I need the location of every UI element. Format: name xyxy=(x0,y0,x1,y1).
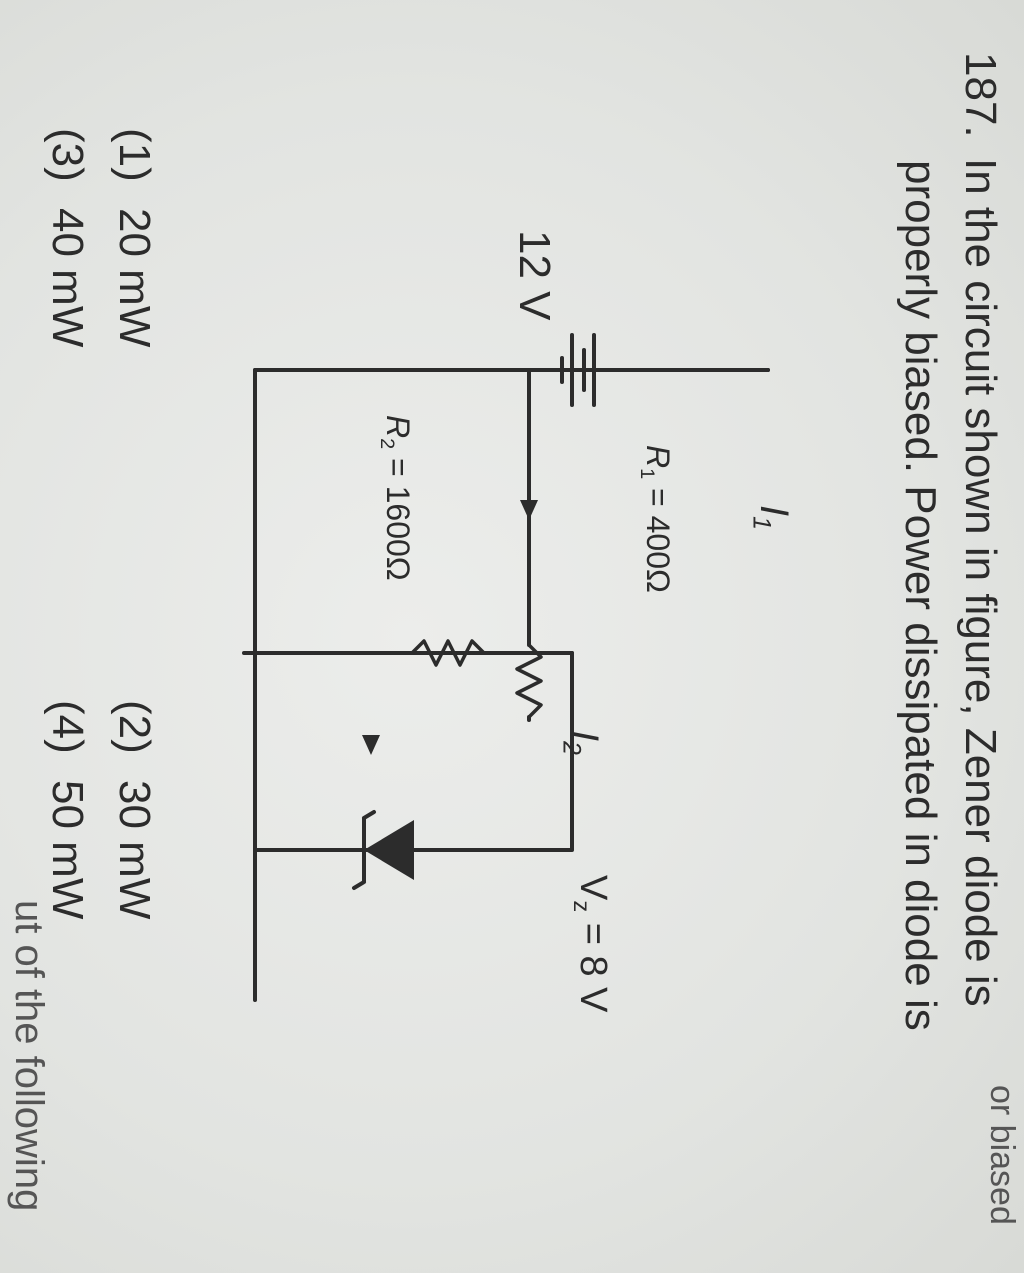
r2-sub: 2 xyxy=(376,438,399,450)
option-3-num: (3) xyxy=(43,128,92,182)
zener-diode-triangle xyxy=(364,820,414,880)
option-3-text: 40 mW xyxy=(43,208,92,348)
option-1[interactable]: (1) 20 mW xyxy=(110,128,159,348)
i2-label: I2 xyxy=(557,730,606,755)
i2-symbol: I xyxy=(562,730,606,742)
zener-diode-bar xyxy=(352,810,376,890)
resistor-r1 xyxy=(515,643,543,719)
resistor-r2 xyxy=(410,639,486,667)
option-3[interactable]: (3) 40 mW xyxy=(43,128,92,348)
option-1-num: (1) xyxy=(110,128,159,182)
wire-zener-branch xyxy=(254,651,574,852)
option-2-text: 30 mW xyxy=(110,780,159,920)
vz-label: Vz = 8 V xyxy=(568,875,614,1013)
option-4-text: 50 mW xyxy=(43,780,92,920)
option-4-num: (4) xyxy=(43,700,92,754)
r1-label: R1 = 400Ω xyxy=(636,445,676,593)
i2-arrow xyxy=(362,735,380,755)
r2-symbol: R xyxy=(380,415,416,439)
r2-value: = 1600Ω xyxy=(380,458,416,581)
vz-sub: z xyxy=(568,900,595,913)
option-4[interactable]: (4) 50 mW xyxy=(43,700,92,920)
i1-symbol: I xyxy=(752,505,796,517)
i2-sub: 2 xyxy=(557,741,585,755)
option-2-num: (2) xyxy=(110,700,159,754)
i1-label: I1 xyxy=(747,505,796,530)
r1-symbol: R xyxy=(640,445,676,469)
r1-value: = 400Ω xyxy=(640,488,676,593)
vz-value: = 8 V xyxy=(572,922,614,1013)
option-1-text: 20 mW xyxy=(110,208,159,348)
battery-label: 12 V xyxy=(510,230,559,321)
option-2[interactable]: (2) 30 mW xyxy=(110,700,159,920)
i1-sub: 1 xyxy=(747,516,775,530)
r2-label: R2 = 1600Ω xyxy=(376,415,416,581)
r1-sub: 1 xyxy=(636,468,659,480)
i1-arrow xyxy=(520,500,538,520)
vz-symbol: V xyxy=(572,875,614,901)
